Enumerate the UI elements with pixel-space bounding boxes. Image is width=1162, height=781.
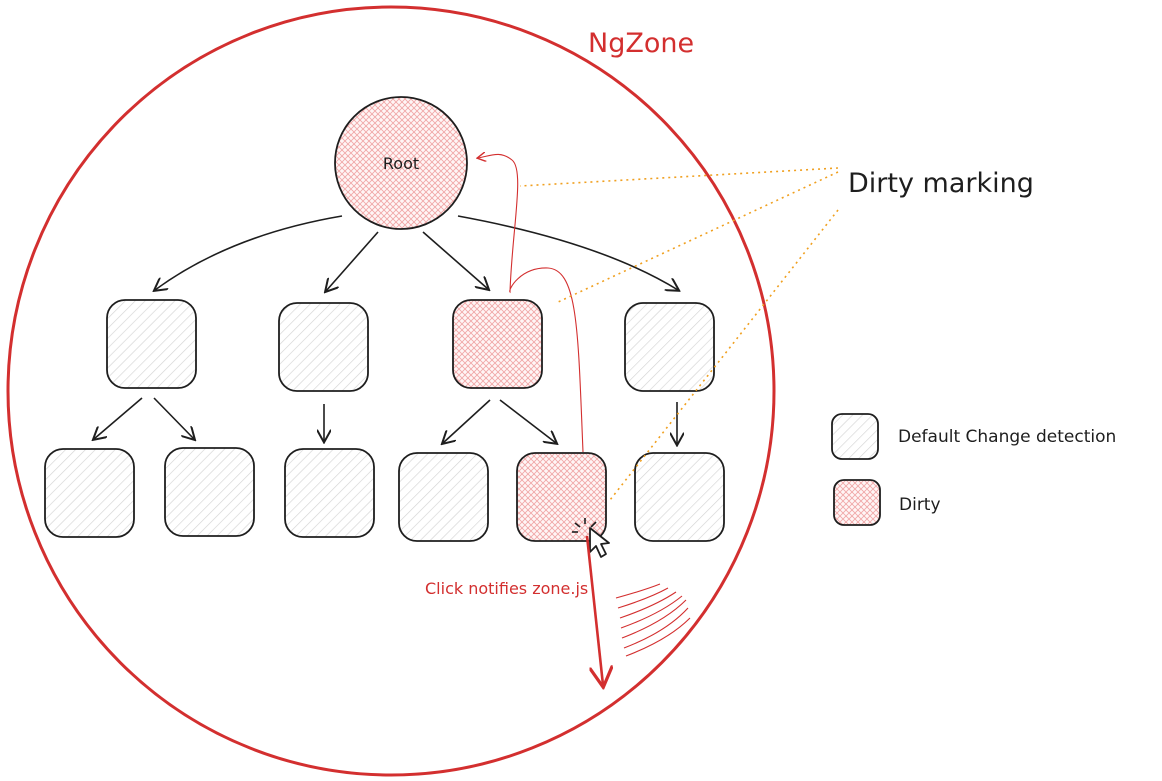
edge-root-child4 (457, 215, 678, 290)
node-l1-d (624, 302, 715, 392)
node-l2-d (398, 452, 489, 542)
ngzone-label: NgZone (588, 28, 694, 59)
node-l1-b (278, 302, 369, 392)
level1-edges (94, 397, 677, 444)
dirty-propagation-path (478, 154, 584, 453)
edge-root-child3 (422, 231, 488, 289)
cursor-icon (589, 527, 610, 558)
click-notification-label: Click notifies zone.js (425, 579, 588, 598)
root-edges (155, 215, 678, 291)
click-burst (572, 518, 597, 533)
ngzone-boundary (6, 5, 776, 777)
edge-l1c-right (499, 399, 556, 443)
edge-root-child1 (155, 215, 343, 290)
legend-default-label: Default Change detection (898, 427, 1116, 447)
node-l2-c (284, 448, 375, 538)
dirty-marking-annotation: Dirty marking (848, 168, 1034, 199)
node-l1-a (106, 299, 197, 389)
node-l2-e-dirty (516, 452, 607, 542)
legend-default-swatch (831, 413, 879, 460)
pointer-to-root (519, 167, 839, 187)
edge-l1a-left (94, 397, 143, 439)
edge-l1c-left (443, 399, 491, 443)
legend-dirty-swatch (833, 479, 881, 526)
legend: Default Change detection Dirty (831, 413, 1116, 526)
root-node (334, 96, 468, 230)
node-l2-b (164, 447, 255, 537)
edge-root-child2 (326, 231, 379, 291)
motion-lines (615, 583, 691, 657)
node-l2-f (634, 452, 725, 542)
edge-l1a-right (153, 397, 194, 439)
zone-notify-arrow (585, 535, 603, 685)
pointer-to-l1-dirty (555, 171, 839, 304)
root-label: Root (383, 154, 419, 173)
level1-nodes (106, 299, 715, 392)
level2-nodes (44, 447, 725, 542)
pointer-to-l2-dirty (609, 209, 839, 501)
legend-dirty-label: Dirty (899, 495, 941, 515)
node-l2-a (44, 448, 135, 538)
dirty-marking-pointers (519, 167, 839, 501)
node-l1-c-dirty (452, 299, 543, 389)
